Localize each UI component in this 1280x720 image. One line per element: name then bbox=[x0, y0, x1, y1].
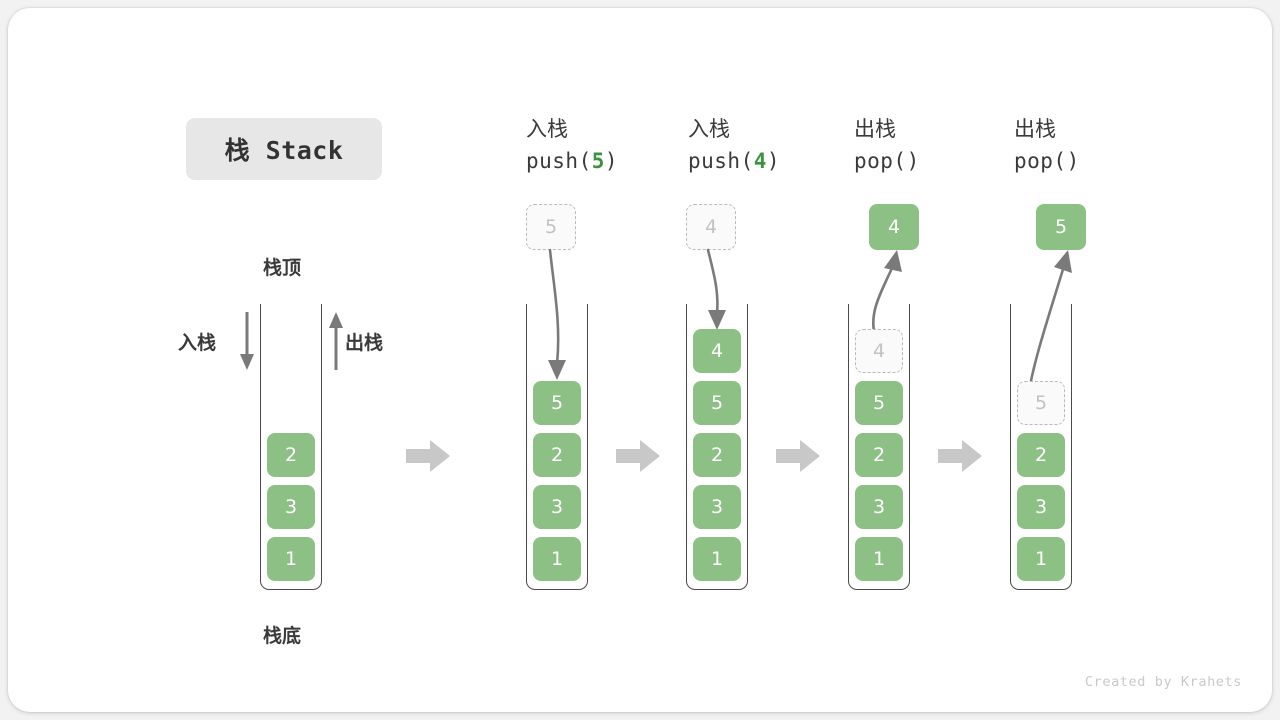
stack-cell: 2 bbox=[855, 433, 903, 477]
stack-cells-push4: 4 5 2 3 1 bbox=[693, 329, 741, 581]
incoming-value-box: 4 bbox=[686, 204, 736, 250]
stack-cell: 1 bbox=[267, 537, 315, 581]
step-arrow-icon bbox=[406, 440, 450, 472]
stack-cell: 1 bbox=[1017, 537, 1065, 581]
push-path-arrow-icon bbox=[706, 248, 726, 330]
push-down-arrow-icon bbox=[240, 312, 254, 370]
outgoing-value-box: 4 bbox=[869, 204, 919, 250]
stack-container-pop1 bbox=[848, 304, 910, 590]
column-header-push5: 入栈 push(5) bbox=[526, 114, 716, 178]
column-header-code: pop() bbox=[854, 149, 920, 173]
push-path-arrow-icon bbox=[548, 248, 566, 380]
stack-cell: 2 bbox=[1017, 433, 1065, 477]
stack-cell: 5 bbox=[533, 381, 581, 425]
column-header-code: pop() bbox=[1014, 149, 1080, 173]
stack-cell: 2 bbox=[693, 433, 741, 477]
stack-cell: 4 bbox=[693, 329, 741, 373]
stack-cell: 1 bbox=[855, 537, 903, 581]
stack-cell: 2 bbox=[533, 433, 581, 477]
stack-cell: 5 bbox=[693, 381, 741, 425]
pop-direction-label: 出栈 bbox=[345, 332, 384, 354]
stack-container-push4 bbox=[686, 304, 748, 590]
footer-credit: Created by Krahets bbox=[1084, 674, 1242, 690]
stack-cell: 1 bbox=[533, 537, 581, 581]
column-header-cn: 入栈 bbox=[688, 117, 730, 141]
column-header-cn: 出栈 bbox=[854, 117, 896, 141]
column-header-code: push(5) bbox=[526, 149, 619, 173]
stack-container-pop2 bbox=[1010, 304, 1072, 590]
pop-path-arrow-icon bbox=[1028, 250, 1072, 388]
diagram-canvas: 栈 Stack 栈顶 栈底 入栈 出栈 2 3 1 入栈 push(5) 5 5… bbox=[8, 8, 1272, 712]
stack-cell: 5 bbox=[855, 381, 903, 425]
stack-cells-push5: 5 2 3 1 bbox=[533, 381, 581, 581]
push-direction-label: 入栈 bbox=[178, 332, 217, 354]
column-header-pop1: 出栈 pop() bbox=[854, 114, 1044, 178]
incoming-value-box: 5 bbox=[526, 204, 576, 250]
stack-top-label: 栈顶 bbox=[263, 257, 302, 279]
stack-cell: 3 bbox=[855, 485, 903, 529]
stack-cell-removed: 5 bbox=[1017, 381, 1065, 425]
stack-cell: 3 bbox=[267, 485, 315, 529]
stack-cells-pop2: 5 2 3 1 bbox=[1017, 381, 1065, 581]
pop-up-arrow-icon bbox=[329, 312, 343, 370]
title-badge: 栈 Stack bbox=[186, 118, 382, 180]
step-arrow-icon bbox=[776, 440, 820, 472]
stack-container-push5 bbox=[526, 304, 588, 590]
stack-container-initial bbox=[260, 304, 322, 590]
title-badge-label: 栈 Stack bbox=[224, 136, 344, 165]
stack-cell: 3 bbox=[693, 485, 741, 529]
stack-cell: 3 bbox=[1017, 485, 1065, 529]
stack-cell-removed: 4 bbox=[855, 329, 903, 373]
stack-bottom-label: 栈底 bbox=[263, 625, 302, 647]
stack-cell: 3 bbox=[533, 485, 581, 529]
column-header-code: push(4) bbox=[688, 149, 781, 173]
outgoing-value-box: 5 bbox=[1036, 204, 1086, 250]
column-header-pop2: 出栈 pop() bbox=[1014, 114, 1204, 178]
stack-cell: 1 bbox=[693, 537, 741, 581]
step-arrow-icon bbox=[938, 440, 982, 472]
stack-cells-initial: 2 3 1 bbox=[267, 433, 315, 581]
column-header-push4: 入栈 push(4) bbox=[688, 114, 878, 178]
stack-cells-pop1: 4 5 2 3 1 bbox=[855, 329, 903, 581]
stack-cell: 2 bbox=[267, 433, 315, 477]
step-arrow-icon bbox=[616, 440, 660, 472]
column-header-cn: 出栈 bbox=[1014, 117, 1056, 141]
column-header-cn: 入栈 bbox=[526, 117, 568, 141]
